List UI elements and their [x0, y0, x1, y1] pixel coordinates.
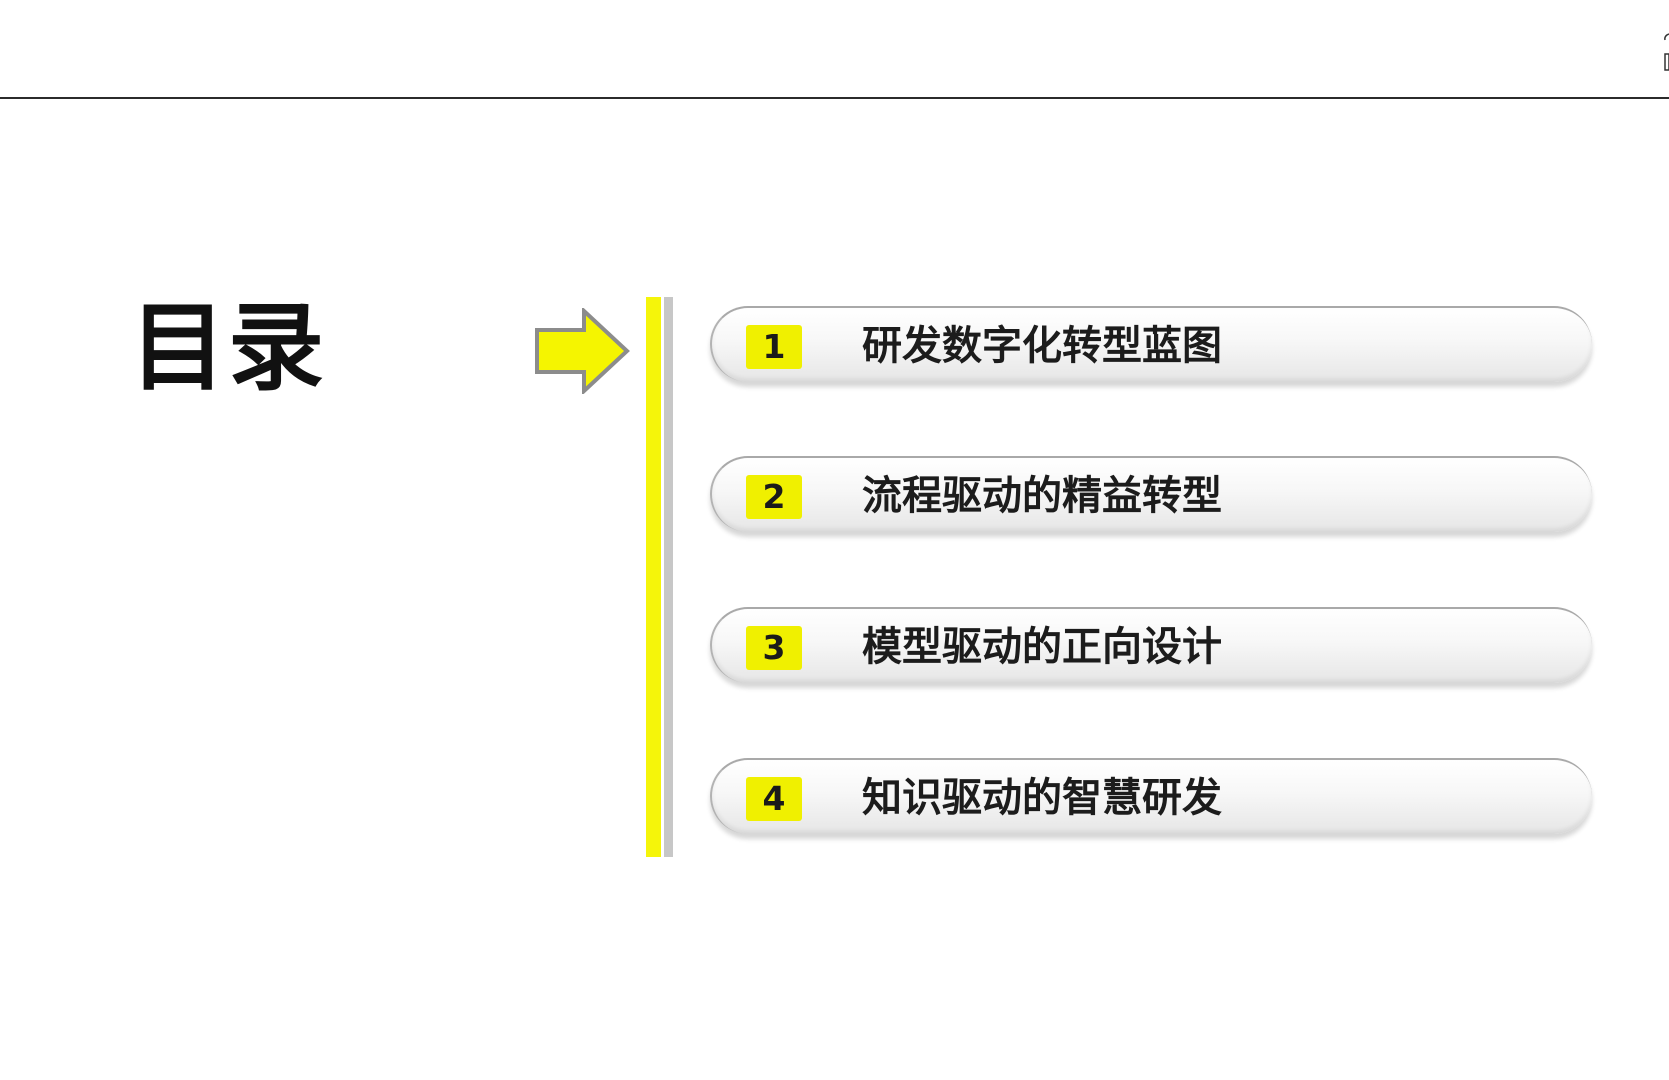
toc-number-badge: 3 [746, 626, 802, 670]
header-divider [0, 97, 1669, 99]
page-title: 目录 [130, 292, 326, 404]
accent-bar-gray [664, 297, 673, 857]
toc-item-3[interactable]: 3 模型驱动的正向设计 [710, 607, 1592, 683]
accent-bar-yellow [646, 297, 661, 857]
toc-item-1[interactable]: 1 研发数字化转型蓝图 [710, 306, 1592, 382]
toc-item-label: 模型驱动的正向设计 [862, 624, 1222, 670]
toc-number-badge: 2 [746, 475, 802, 519]
corner-logo-fragment [1664, 33, 1669, 71]
toc-number-badge: 4 [746, 777, 802, 821]
arrow-right-icon [535, 308, 630, 394]
toc-item-label: 研发数字化转型蓝图 [862, 323, 1222, 369]
toc-item-label: 知识驱动的智慧研发 [862, 775, 1222, 821]
toc-number-badge: 1 [746, 325, 802, 369]
toc-item-4[interactable]: 4 知识驱动的智慧研发 [710, 758, 1592, 834]
toc-item-label: 流程驱动的精益转型 [862, 473, 1222, 519]
toc-item-2[interactable]: 2 流程驱动的精益转型 [710, 456, 1592, 532]
